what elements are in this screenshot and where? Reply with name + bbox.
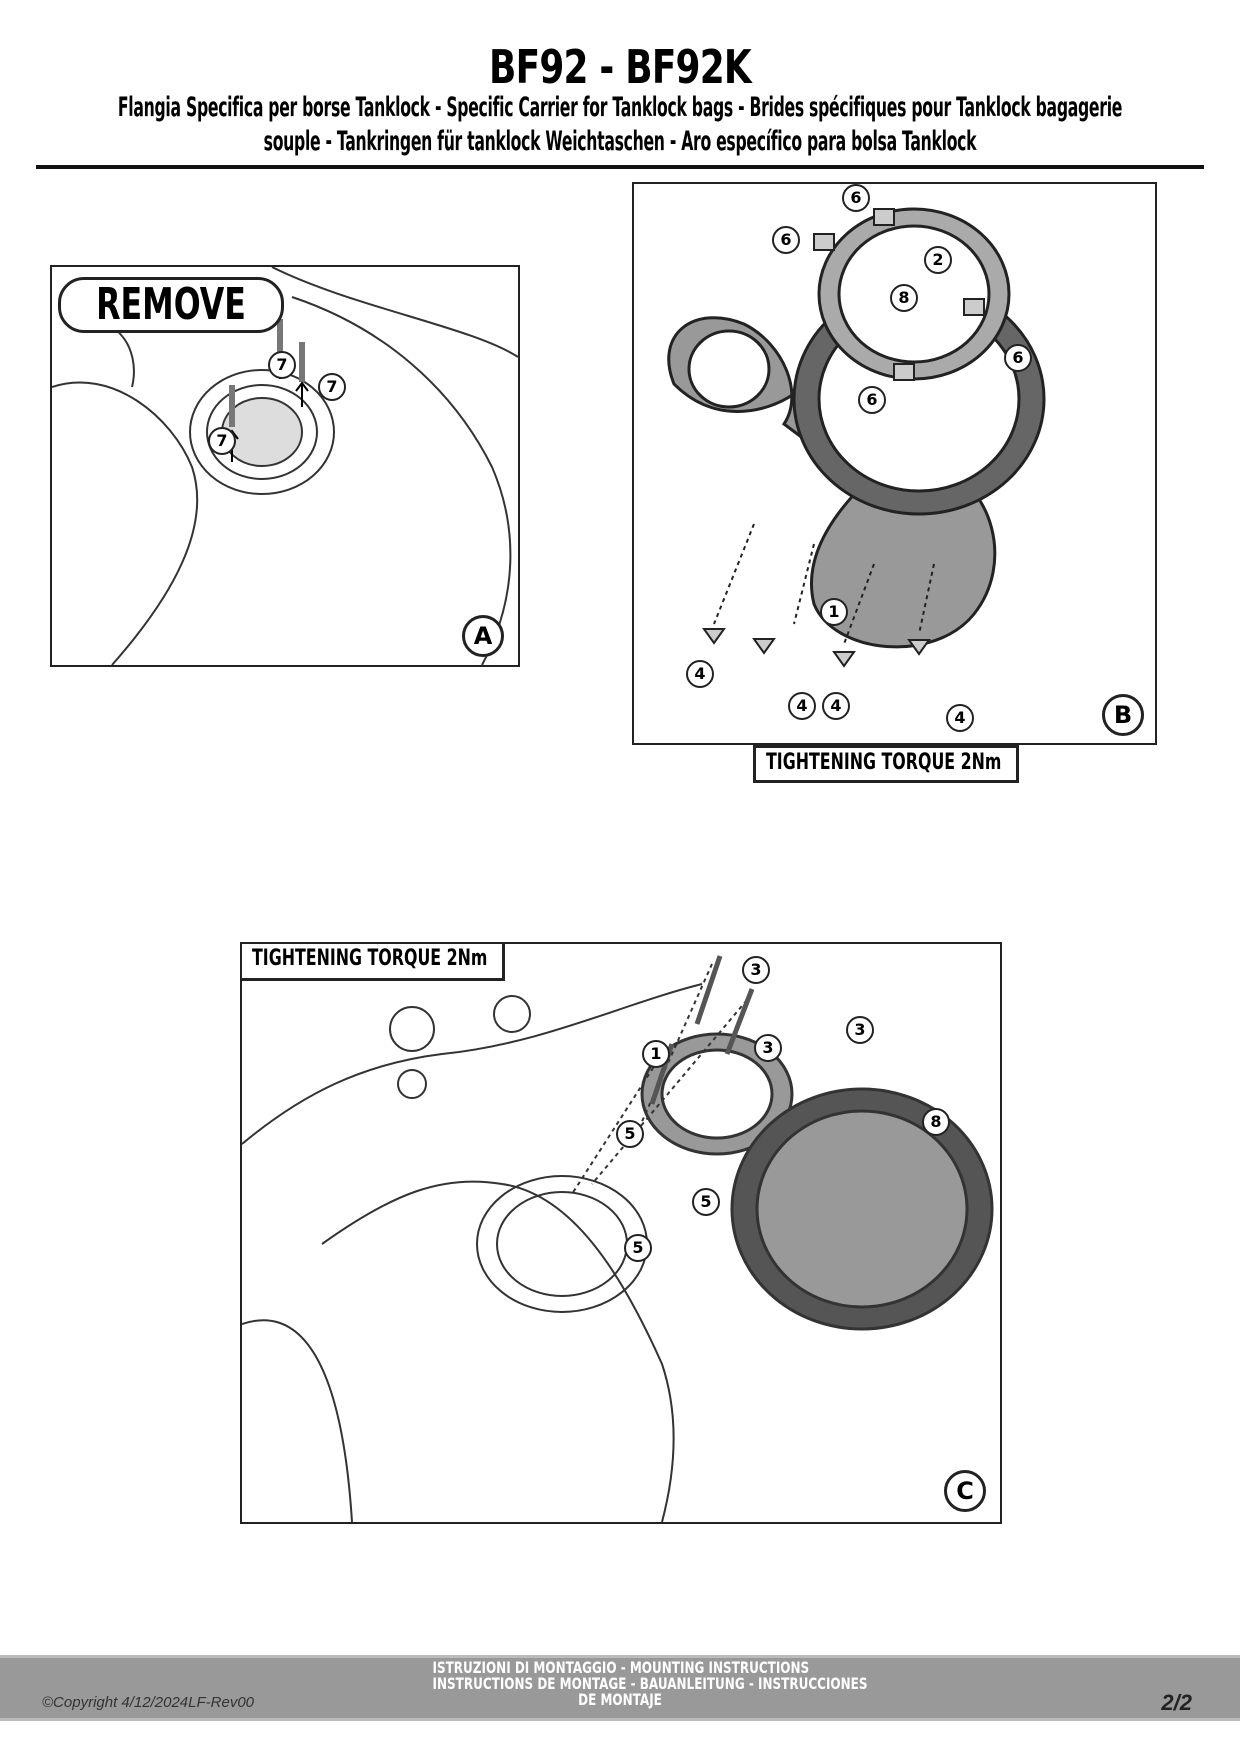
torque-label-c: TIGHTENING TORQUE 2Nm <box>242 944 505 981</box>
header-divider <box>36 165 1204 169</box>
callout-5: 5 <box>692 1188 720 1216</box>
callout-6: 6 <box>1004 344 1032 372</box>
callout-4: 4 <box>946 704 974 732</box>
footer-line-3: DE MONTAJE <box>578 1690 662 1709</box>
callout-1: 1 <box>642 1040 670 1068</box>
callout-8: 8 <box>922 1108 950 1136</box>
subtitle-line-1: Flangia Specifica per borse Tanklock - S… <box>117 92 1123 123</box>
callout-7: 7 <box>268 351 296 379</box>
callout-7: 7 <box>208 427 236 455</box>
flange-exploded-view <box>667 207 1046 668</box>
panel-letter-a: A <box>462 615 504 657</box>
remove-label: REMOVE <box>58 277 284 333</box>
page-number: 2/2 <box>1161 1690 1192 1715</box>
copyright-text: ©Copyright 4/12/2024LF-Rev00 <box>42 1694 255 1711</box>
callout-3: 3 <box>754 1034 782 1062</box>
callout-2: 2 <box>924 246 952 274</box>
callout-3: 3 <box>846 1016 874 1044</box>
footer-line-2: INSTRUCTIONS DE MONTAGE - BAUANLEITUNG -… <box>432 1674 868 1693</box>
footer-instructions-title: ISTRUZIONI DI MONTAGGIO - MOUNTING INSTR… <box>370 1660 870 1708</box>
callout-4: 4 <box>788 692 816 720</box>
panel-letter-b: B <box>1102 694 1144 736</box>
torque-label-b: TIGHTENING TORQUE 2Nm <box>753 745 1019 783</box>
callout-6: 6 <box>858 386 886 414</box>
callout-4: 4 <box>822 692 850 720</box>
subtitle-line-2: souple - Tankringen für tanklock Weichta… <box>263 126 977 157</box>
panel-letter-c: C <box>944 1470 986 1512</box>
footer-bar: ©Copyright 4/12/2024LF-Rev00 ISTRUZIONI … <box>0 1655 1240 1721</box>
callout-7: 7 <box>318 373 346 401</box>
callout-1: 1 <box>820 598 848 626</box>
panel-c-installation: TIGHTENING TORQUE 2Nm 3 3 1 3 8 5 5 5 C <box>240 942 1002 1524</box>
panel-b-assembly: 6 6 2 8 6 6 1 4 4 4 4 B <box>632 182 1157 745</box>
callout-6: 6 <box>842 184 870 212</box>
callout-4: 4 <box>686 660 714 688</box>
page-title: BF92 - BF92K <box>489 40 752 94</box>
tank-illustration-a <box>52 267 518 665</box>
tank-installation-view <box>242 955 994 1522</box>
callout-5: 5 <box>616 1120 644 1148</box>
callout-8: 8 <box>890 284 918 312</box>
callout-3: 3 <box>742 956 770 984</box>
callout-6: 6 <box>772 226 800 254</box>
callout-5: 5 <box>624 1234 652 1262</box>
panel-a-remove: REMOVE 7 7 7 A <box>50 265 520 667</box>
footer-line-1: ISTRUZIONI DI MONTAGGIO - MOUNTING INSTR… <box>432 1658 810 1677</box>
